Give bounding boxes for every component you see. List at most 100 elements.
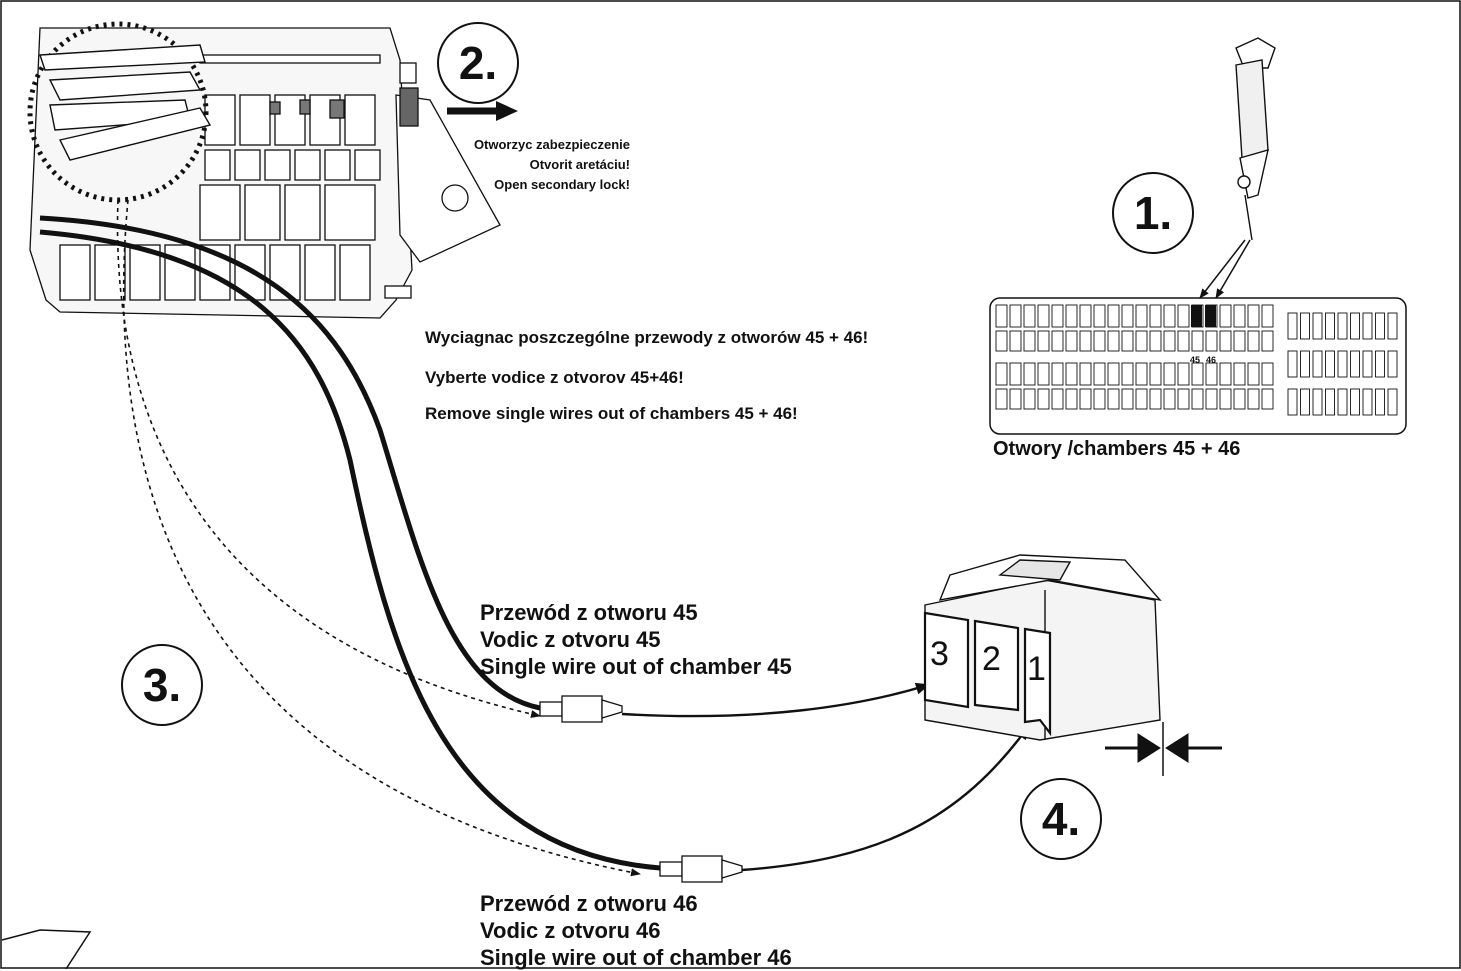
chamber-cavity xyxy=(1065,304,1078,328)
chamber-cavity xyxy=(1205,388,1218,410)
wire-45-label: Przewód z otworu 45 Vodic z otvoru 45 Si… xyxy=(480,599,792,680)
chamber-cavity xyxy=(1051,362,1064,386)
chamber-cavity xyxy=(1219,330,1232,352)
chamber-cavity xyxy=(1233,388,1246,410)
remove-instruction-pl: Wyciagnac poszczególne przewody z otworó… xyxy=(425,328,869,347)
tool-arrow-45 xyxy=(1199,239,1246,299)
connector-slot-1: 1 xyxy=(1027,650,1046,688)
chamber-cavity xyxy=(1135,388,1148,410)
chamber-cavity xyxy=(1135,304,1148,328)
insert-arrow-slot-1 xyxy=(741,725,1030,872)
chamber-cavity xyxy=(1387,312,1398,340)
chamber-cavity xyxy=(1023,362,1036,386)
chamber-cavity xyxy=(1287,350,1298,378)
chamber-cavity xyxy=(1362,388,1373,416)
step-4-number: 4. xyxy=(1041,793,1081,845)
insert-arrow-slot-3 xyxy=(621,682,930,718)
chamber-cavity xyxy=(1261,388,1274,410)
chamber-cavity xyxy=(1219,362,1232,386)
chamber-cavity xyxy=(1219,388,1232,410)
chamber-cavity xyxy=(1149,330,1162,352)
chamber-cavity xyxy=(1121,330,1134,352)
chamber-cavity xyxy=(1362,312,1373,340)
chamber-cavity xyxy=(995,388,1008,410)
chamber-cavity xyxy=(1247,362,1260,386)
chamber-cavity xyxy=(1312,350,1323,378)
wire-46-label-sk: Vodic z otvoru 46 xyxy=(480,918,661,943)
wire-46-cable xyxy=(39,229,661,871)
chamber-cavity xyxy=(1233,330,1246,352)
chamber-cavity-grid xyxy=(995,304,1398,416)
chamber-cavity xyxy=(1287,388,1298,416)
lock-instruction-sk: Otvorit aretáciu! xyxy=(529,157,630,172)
lock-instruction-en: Open secondary lock! xyxy=(494,177,630,192)
step-2-badge: 2. xyxy=(437,22,519,104)
chamber-cavity xyxy=(1205,330,1218,352)
chamber-cavity xyxy=(1093,362,1106,386)
chamber-cavity xyxy=(1287,312,1298,340)
chamber-cavity xyxy=(1350,312,1360,340)
chamber-cavity xyxy=(1325,388,1335,416)
chamber-cavity xyxy=(1051,388,1064,410)
chamber-cavity xyxy=(1247,388,1260,410)
chamber-cavity xyxy=(1247,330,1260,352)
chamber-cavity xyxy=(1191,362,1204,386)
terminal-46 xyxy=(659,855,743,883)
chamber-cavity xyxy=(1300,388,1310,416)
page-fold-mark xyxy=(1,929,92,969)
chamber-cavity xyxy=(1177,388,1190,410)
chamber-cavity xyxy=(1177,330,1190,352)
chamber-cavity xyxy=(1051,330,1064,352)
lock-instruction-pl: Otworzyc zabezpieczenie xyxy=(473,137,630,152)
wire-46-label-pl: Przewód z otworu 46 xyxy=(480,891,698,916)
chamber-cavity xyxy=(1065,362,1078,386)
chamber-cavity xyxy=(1362,350,1373,378)
chamber-cavity xyxy=(1037,330,1050,352)
extraction-tool xyxy=(1235,37,1276,241)
step-2-number: 2. xyxy=(458,37,498,89)
chamber-cavity xyxy=(1350,388,1360,416)
chamber-45-highlight xyxy=(1191,305,1202,327)
lock-arrow-head xyxy=(496,101,518,121)
chamber-cavity xyxy=(1079,388,1092,410)
chamber-cavity xyxy=(1312,388,1323,416)
pin-45-label: 45 xyxy=(1190,355,1201,365)
chamber-cavity xyxy=(1205,362,1218,386)
chamber-cavity xyxy=(1079,330,1092,352)
chamber-cavity xyxy=(1121,362,1134,386)
wire-bundle-detail xyxy=(39,44,212,161)
chamber-cavity xyxy=(1337,312,1348,340)
compress-arrows xyxy=(1105,722,1222,776)
chamber-cavity xyxy=(1121,304,1134,328)
wire-45-label-en: Single wire out of chamber 45 xyxy=(480,654,792,679)
chamber-cavity xyxy=(1107,362,1120,386)
connector-slot-2: 2 xyxy=(982,640,1001,678)
connector-slot-3: 3 xyxy=(930,635,949,673)
chamber-cavity xyxy=(1009,330,1022,352)
chamber-cavity xyxy=(1350,350,1360,378)
step-4-badge: 4. xyxy=(1020,778,1102,860)
chamber-46-highlight xyxy=(1205,305,1216,327)
chamber-cavity xyxy=(1037,362,1050,386)
chamber-cavity xyxy=(1107,330,1120,352)
chamber-cavity xyxy=(995,362,1008,386)
chamber-cavity xyxy=(1023,330,1036,352)
chamber-cavity xyxy=(1163,388,1176,410)
chamber-cavity xyxy=(1037,388,1050,410)
chamber-cavity xyxy=(1009,388,1022,410)
chamber-panel-caption: Otwory /chambers 45 + 46 xyxy=(993,438,1241,460)
extraction-path-46 xyxy=(122,199,641,877)
chamber-cavity xyxy=(1163,330,1176,352)
chamber-cavity xyxy=(1325,350,1335,378)
wire-45-label-pl: Przewód z otworu 45 xyxy=(480,600,698,625)
chamber-cavity xyxy=(1191,330,1204,352)
chamber-cavity xyxy=(1177,304,1190,328)
chamber-cavity xyxy=(1247,304,1260,328)
chamber-cavity xyxy=(1093,330,1106,352)
wire-46-label: Przewód z otworu 46 Vodic z otvoru 46 Si… xyxy=(480,890,792,971)
chamber-cavity xyxy=(1079,362,1092,386)
chamber-cavity xyxy=(995,330,1008,352)
chamber-cavity xyxy=(1219,304,1232,328)
